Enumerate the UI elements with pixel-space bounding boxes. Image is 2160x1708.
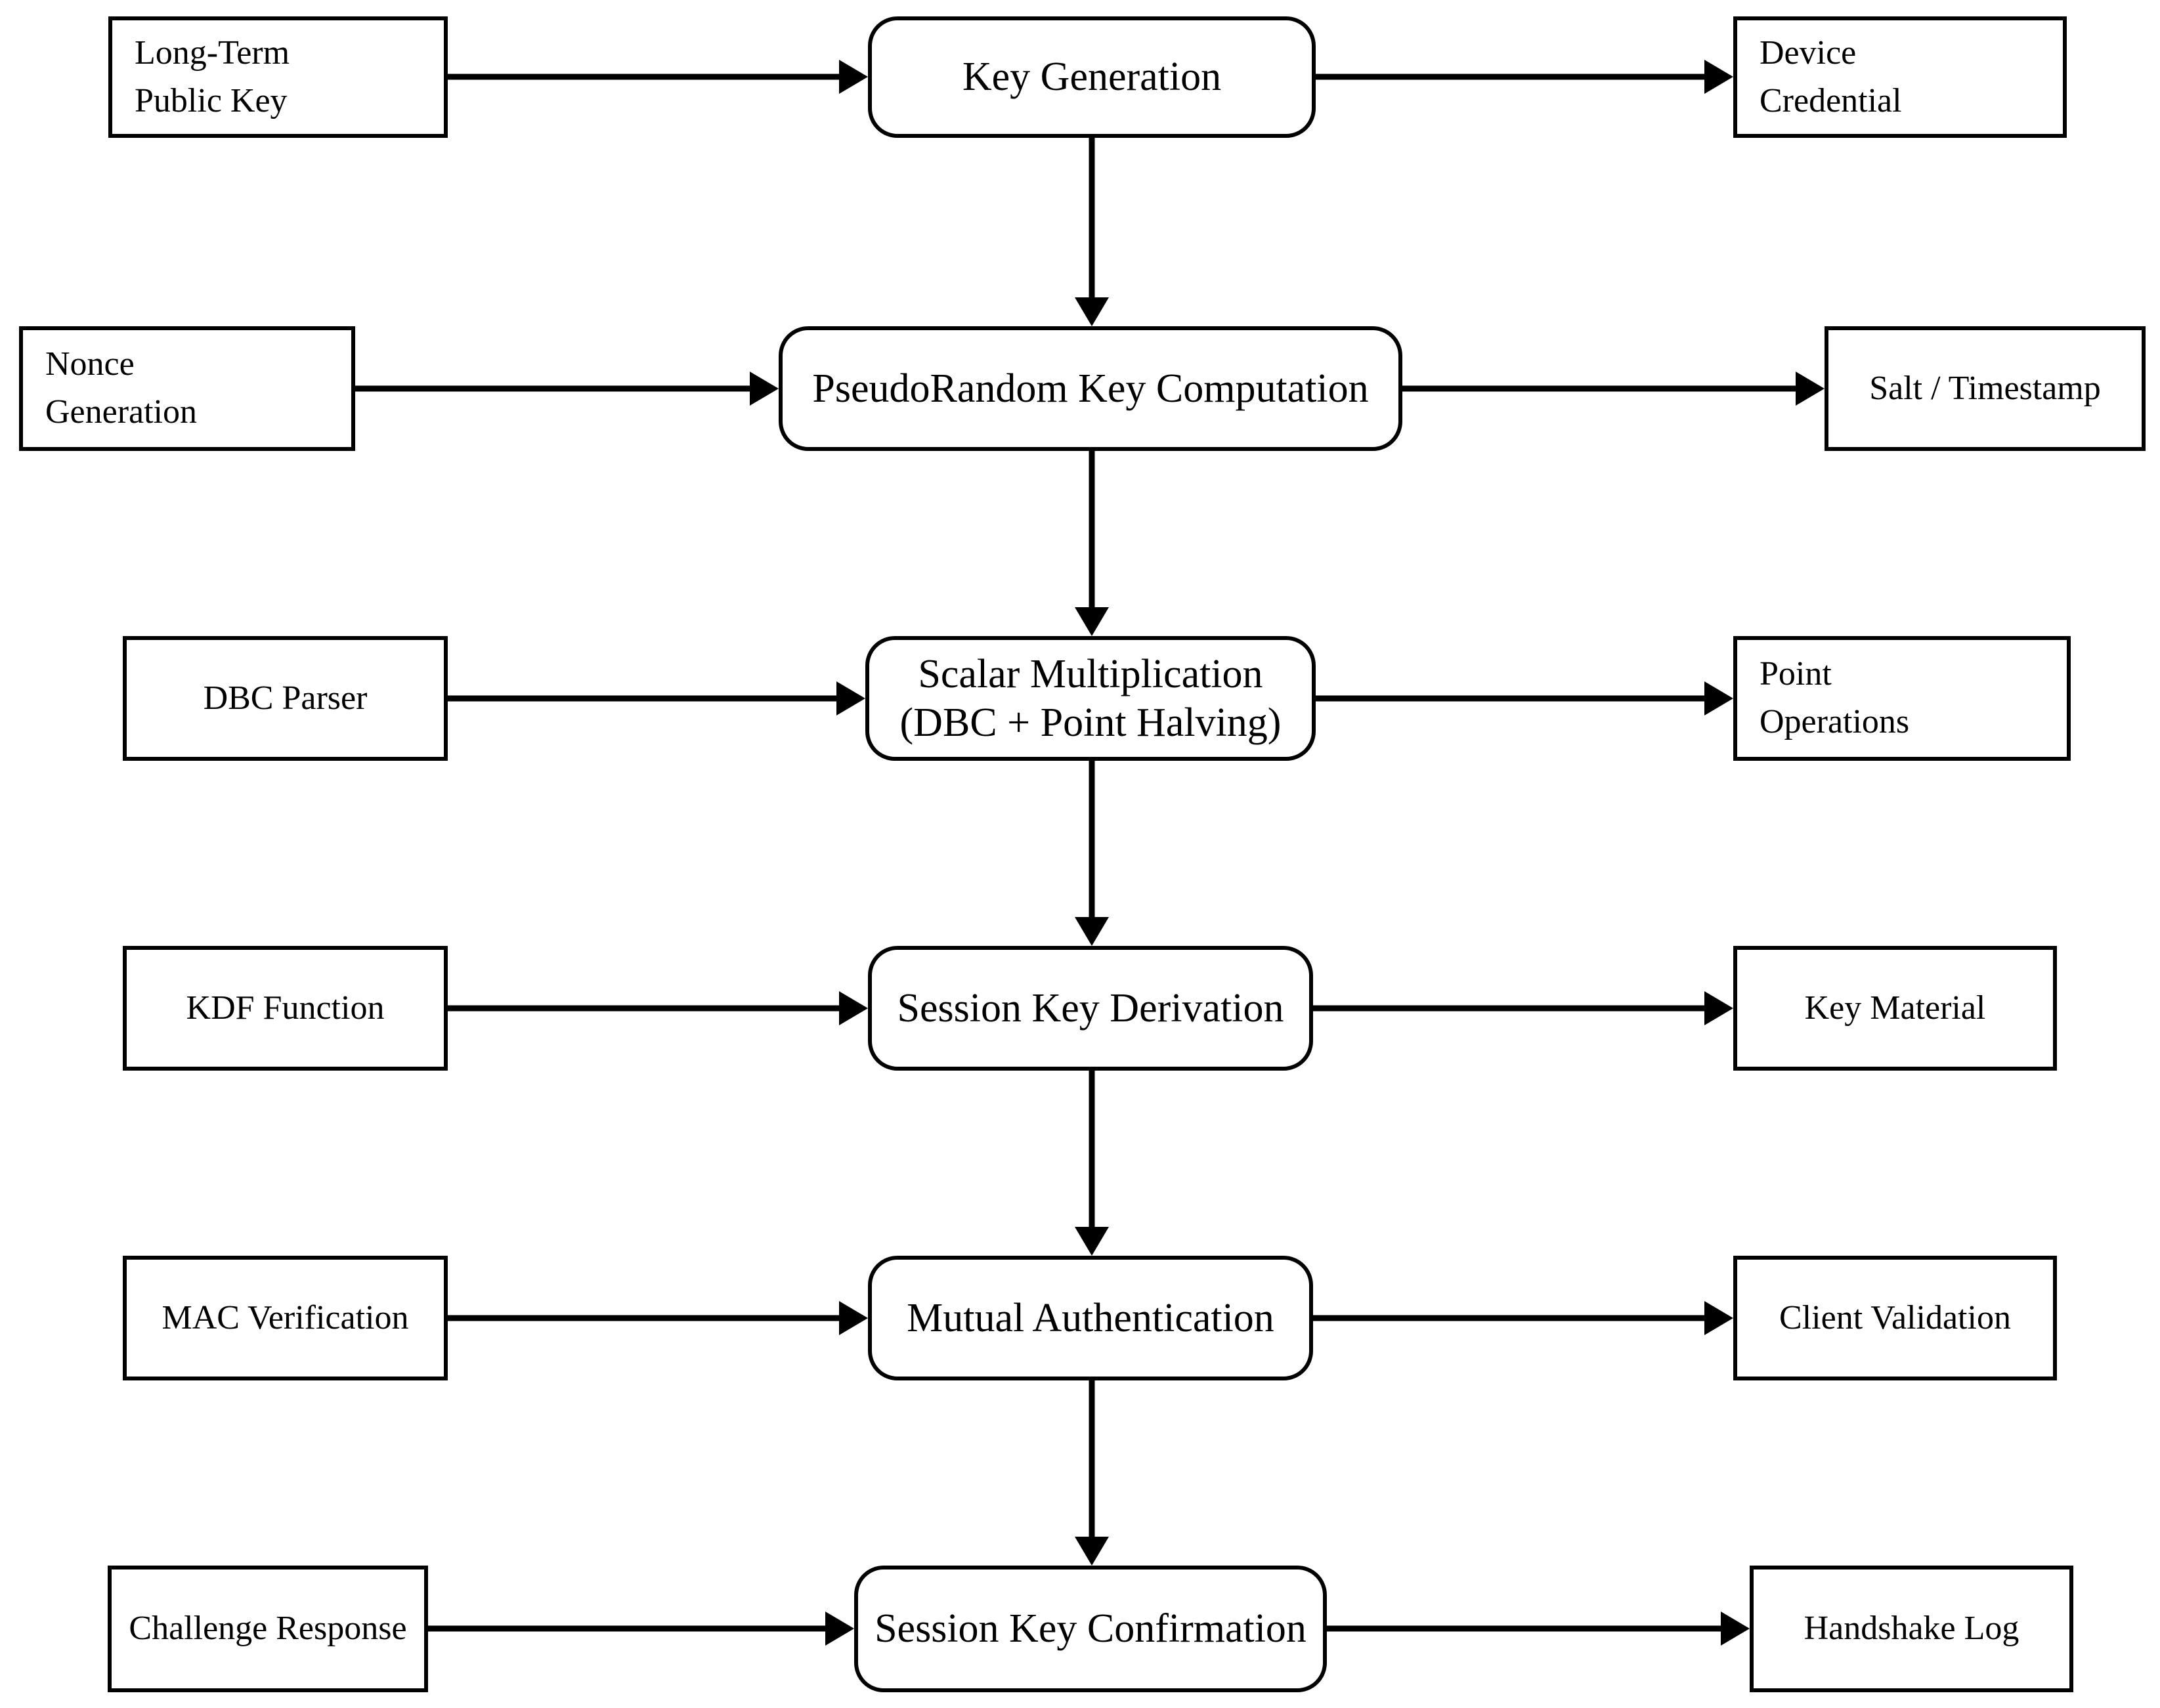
output-box-client-validation: Client Validation — [1733, 1256, 2057, 1380]
process-node-session-key-confirmation: Session Key Confirmation — [854, 1566, 1327, 1692]
arrow-down-icon — [1075, 1227, 1109, 1256]
arrow-input-to-process — [448, 991, 868, 1025]
output-label: Client Validation — [1779, 1298, 2011, 1336]
process-node-scalar-multiplication: Scalar Multiplication (DBC + Point Halvi… — [865, 636, 1316, 761]
arrow-process-to-output — [1327, 1612, 1750, 1646]
input-label: Nonce Generation — [45, 345, 198, 431]
arrow-input-to-process — [428, 1612, 854, 1646]
arrow-shaft — [448, 1005, 842, 1012]
arrow-down-icon — [1075, 607, 1109, 636]
arrow-right-icon — [1704, 60, 1733, 94]
arrow-shaft — [428, 1625, 828, 1632]
output-label: Device Credential — [1760, 33, 1902, 119]
arrow-right-icon — [839, 991, 868, 1025]
output-box-handshake-log: Handshake Log — [1750, 1566, 2073, 1692]
input-box-challenge-response: Challenge Response — [108, 1566, 428, 1692]
arrow-shaft — [1089, 138, 1095, 300]
arrow-shaft — [448, 695, 839, 702]
arrow-right-icon — [1704, 991, 1733, 1025]
arrow-down-icon — [1075, 297, 1109, 326]
input-box-mac-verification: MAC Verification — [123, 1256, 448, 1380]
arrow-down-icon — [1075, 1537, 1109, 1566]
output-box-device-credential: Device Credential — [1733, 16, 2067, 138]
output-label: Key Material — [1804, 989, 1986, 1027]
input-box-dbc-parser: DBC Parser — [123, 636, 448, 761]
arrow-right-icon — [825, 1612, 854, 1646]
arrow-right-icon — [839, 60, 868, 94]
output-box-point-operations: Point Operations — [1733, 636, 2071, 761]
arrow-process-to-process — [1075, 1380, 1109, 1566]
process-node-key-generation: Key Generation — [868, 16, 1316, 138]
arrow-input-to-process — [355, 372, 779, 406]
arrow-shaft — [1313, 1315, 1707, 1321]
process-label: Key Generation — [962, 54, 1222, 100]
output-label: Handshake Log — [1804, 1610, 2020, 1648]
input-box-nonce-generation: Nonce Generation — [19, 326, 355, 451]
arrow-process-to-output — [1316, 681, 1733, 715]
arrow-right-icon — [1721, 1612, 1750, 1646]
arrow-shaft — [1327, 1625, 1723, 1632]
input-label: MAC Verification — [162, 1298, 409, 1336]
input-label: Long-Term Public Key — [135, 33, 290, 119]
arrow-shaft — [1316, 74, 1707, 80]
output-label: Point Operations — [1760, 655, 1910, 740]
arrow-right-icon — [836, 681, 865, 715]
arrow-process-to-output — [1313, 1301, 1733, 1335]
arrow-shaft — [1089, 1380, 1095, 1539]
arrow-shaft — [1089, 1071, 1095, 1229]
arrow-shaft — [1089, 451, 1095, 610]
input-box-kdf-function: KDF Function — [123, 946, 448, 1071]
arrow-shaft — [448, 1315, 842, 1321]
arrow-right-icon — [1704, 681, 1733, 715]
arrow-input-to-process — [448, 681, 865, 715]
arrow-input-to-process — [448, 1301, 868, 1335]
arrow-right-icon — [839, 1301, 868, 1335]
process-label: Mutual Authentication — [907, 1295, 1274, 1340]
arrow-right-icon — [750, 372, 779, 406]
arrow-process-to-output — [1313, 991, 1733, 1025]
arrow-process-to-process — [1075, 138, 1109, 326]
arrow-right-icon — [1704, 1301, 1733, 1335]
arrow-shaft — [1313, 1005, 1707, 1012]
arrow-process-to-process — [1075, 761, 1109, 946]
input-label: Challenge Response — [129, 1610, 407, 1648]
output-box-key-material: Key Material — [1733, 946, 2057, 1071]
process-label: Session Key Confirmation — [875, 1606, 1307, 1652]
arrow-shaft — [1316, 695, 1707, 702]
input-label: KDF Function — [186, 989, 385, 1027]
output-label: Salt / Timestamp — [1869, 369, 2101, 407]
arrow-process-to-process — [1075, 451, 1109, 636]
arrow-shaft — [448, 74, 842, 80]
input-box-long-term-public-key: Long-Term Public Key — [108, 16, 448, 138]
arrow-down-icon — [1075, 917, 1109, 946]
process-node-mutual-authentication: Mutual Authentication — [868, 1256, 1313, 1380]
arrow-shaft — [355, 385, 752, 392]
arrow-right-icon — [1796, 372, 1825, 406]
arrow-process-to-process — [1075, 1071, 1109, 1256]
arrow-shaft — [1089, 761, 1095, 920]
arrow-process-to-output — [1316, 60, 1733, 94]
process-label: Session Key Derivation — [897, 985, 1284, 1031]
input-label: DBC Parser — [203, 679, 368, 717]
output-box-salt-timestamp: Salt / Timestamp — [1825, 326, 2146, 451]
process-node-pseudorandom-key-computation: PseudoRandom Key Computation — [779, 326, 1402, 451]
arrow-process-to-output — [1402, 372, 1825, 406]
process-label: Scalar Multiplication (DBC + Point Halvi… — [899, 651, 1282, 745]
arrow-input-to-process — [448, 60, 868, 94]
process-label: PseudoRandom Key Computation — [812, 366, 1369, 411]
process-node-session-key-derivation: Session Key Derivation — [868, 946, 1313, 1071]
arrow-shaft — [1402, 385, 1798, 392]
